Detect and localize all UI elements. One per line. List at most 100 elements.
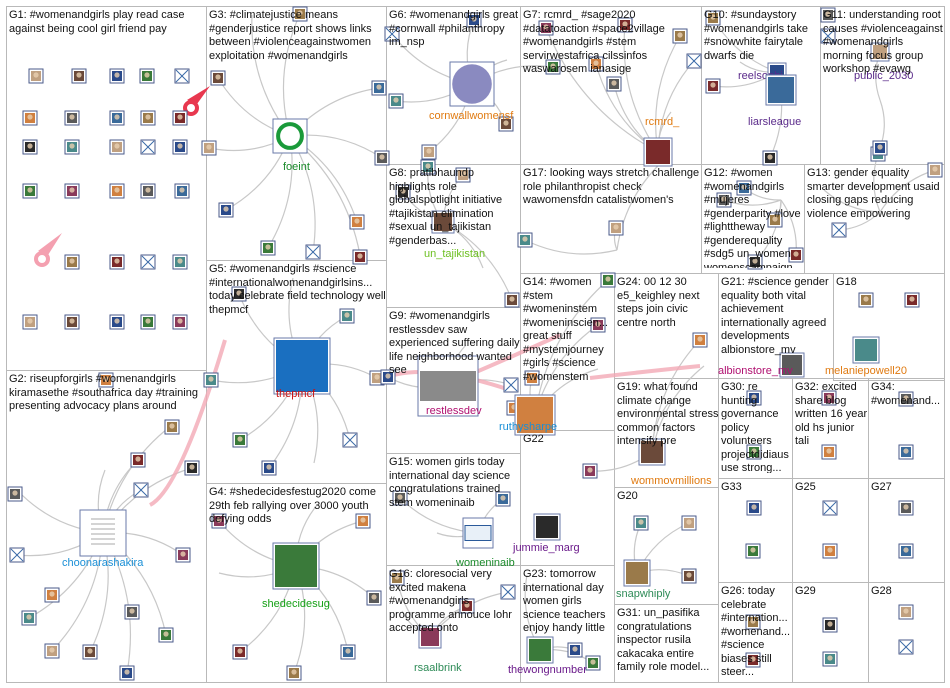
user-avatar-node[interactable] xyxy=(109,68,125,84)
hub-node-un-tajikistan[interactable]: un_tajikistan xyxy=(424,210,485,260)
hub-node-public-2030[interactable]: public_2030 xyxy=(854,42,913,82)
user-avatar-node[interactable] xyxy=(608,220,624,236)
user-avatar-node[interactable] xyxy=(495,491,511,507)
user-avatar-node[interactable] xyxy=(455,167,471,183)
user-avatar-node[interactable] xyxy=(503,377,519,393)
user-avatar-node[interactable] xyxy=(172,314,188,330)
user-avatar-node[interactable] xyxy=(109,183,125,199)
hub-node-thepmcf[interactable]: thepmcf xyxy=(273,337,331,400)
user-avatar-node[interactable] xyxy=(22,139,38,155)
user-avatar-node[interactable] xyxy=(745,652,761,668)
user-avatar-node[interactable] xyxy=(201,140,217,156)
user-avatar-node[interactable] xyxy=(21,610,37,626)
user-avatar-node[interactable] xyxy=(232,644,248,660)
user-avatar-node[interactable] xyxy=(504,292,520,308)
user-avatar-node[interactable] xyxy=(44,587,60,603)
user-avatar-node[interactable] xyxy=(588,56,604,72)
user-avatar-node[interactable] xyxy=(898,604,914,620)
user-avatar-node[interactable] xyxy=(140,110,156,126)
user-avatar-node[interactable] xyxy=(124,604,140,620)
user-avatar-node[interactable] xyxy=(349,214,365,230)
user-avatar-node[interactable] xyxy=(822,500,838,516)
user-avatar-node[interactable] xyxy=(7,486,23,502)
user-avatar-node[interactable] xyxy=(130,452,146,468)
user-avatar-node[interactable] xyxy=(538,20,554,36)
user-avatar-node[interactable] xyxy=(904,292,920,308)
user-avatar-node[interactable] xyxy=(681,568,697,584)
hub-node-rcmrd-[interactable]: rcmrd_ xyxy=(643,116,680,167)
user-avatar-node[interactable] xyxy=(716,192,732,208)
hub-node-choonarashakira[interactable]: choonarashakira xyxy=(62,509,144,569)
user-avatar-node[interactable] xyxy=(745,543,761,559)
user-avatar-node[interactable] xyxy=(788,247,804,263)
user-avatar-node[interactable] xyxy=(705,10,721,26)
user-avatar-node[interactable] xyxy=(366,590,382,606)
hub-node-liarsleague[interactable]: liarsleague xyxy=(748,74,801,128)
hub-node-wommovmillions[interactable]: wommovmillions xyxy=(630,438,712,487)
user-avatar-node[interactable] xyxy=(672,28,688,44)
user-avatar-node[interactable] xyxy=(822,651,838,667)
user-avatar-node[interactable] xyxy=(898,543,914,559)
user-avatar-node[interactable] xyxy=(736,180,752,196)
user-avatar-node[interactable] xyxy=(746,500,762,516)
hub-node-albionstore-mv[interactable]: albionstore_mv xyxy=(718,352,805,378)
hub-node-melaniepowell20[interactable]: melaniepowell20 xyxy=(825,336,907,377)
user-avatar-node[interactable] xyxy=(64,314,80,330)
user-avatar-node[interactable] xyxy=(340,644,356,660)
hub-node-cornwallwomensf[interactable]: cornwallwomensf xyxy=(429,61,514,122)
user-avatar-node[interactable] xyxy=(140,314,156,330)
hub-node-foeint[interactable]: foeint xyxy=(272,118,310,173)
user-avatar-node[interactable] xyxy=(872,140,888,156)
user-avatar-node[interactable] xyxy=(388,93,404,109)
user-avatar-node[interactable] xyxy=(133,482,149,498)
user-avatar-node[interactable] xyxy=(395,184,411,200)
user-avatar-node[interactable] xyxy=(762,150,778,166)
user-avatar-node[interactable] xyxy=(119,665,135,681)
user-avatar-node[interactable] xyxy=(374,150,390,166)
user-avatar-node[interactable] xyxy=(260,240,276,256)
user-avatar-node[interactable] xyxy=(898,500,914,516)
user-avatar-node[interactable] xyxy=(420,159,436,175)
user-avatar-node[interactable] xyxy=(746,444,762,460)
hub-node-snapwhiply[interactable]: snapwhiply xyxy=(616,559,671,600)
user-avatar-node[interactable] xyxy=(498,116,514,132)
user-avatar-node[interactable] xyxy=(64,139,80,155)
user-avatar-node[interactable] xyxy=(339,308,355,324)
user-avatar-node[interactable] xyxy=(820,28,836,44)
user-avatar-node[interactable] xyxy=(371,80,387,96)
user-avatar-node[interactable] xyxy=(158,627,174,643)
user-avatar-node[interactable] xyxy=(927,162,943,178)
user-avatar-node[interactable] xyxy=(218,202,234,218)
user-avatar-node[interactable] xyxy=(109,254,125,270)
user-avatar-node[interactable] xyxy=(140,254,156,270)
user-avatar-node[interactable] xyxy=(174,68,190,84)
user-avatar-node[interactable] xyxy=(384,26,400,42)
user-avatar-node[interactable] xyxy=(567,642,583,658)
user-avatar-node[interactable] xyxy=(64,254,80,270)
user-avatar-node[interactable] xyxy=(380,369,396,385)
user-avatar-node[interactable] xyxy=(261,460,277,476)
user-avatar-node[interactable] xyxy=(517,232,533,248)
user-avatar-node[interactable] xyxy=(342,432,358,448)
user-avatar-node[interactable] xyxy=(692,332,708,348)
user-avatar-node[interactable] xyxy=(231,286,247,302)
user-avatar-node[interactable] xyxy=(633,515,649,531)
user-avatar-node[interactable] xyxy=(140,139,156,155)
hub-node-restlessdev[interactable]: restlessdev xyxy=(417,355,482,417)
user-avatar-node[interactable] xyxy=(524,370,540,386)
user-avatar-node[interactable] xyxy=(305,244,321,260)
user-avatar-node[interactable] xyxy=(898,639,914,655)
user-avatar-node[interactable] xyxy=(686,53,702,69)
hub-node-rsaalbrink[interactable]: rsaalbrink xyxy=(414,625,462,674)
user-avatar-node[interactable] xyxy=(681,515,697,531)
user-avatar-node[interactable] xyxy=(466,12,482,28)
user-avatar-node[interactable] xyxy=(746,390,762,406)
user-avatar-node[interactable] xyxy=(292,6,308,22)
user-avatar-node[interactable] xyxy=(898,391,914,407)
user-avatar-node[interactable] xyxy=(858,292,874,308)
user-avatar-node[interactable] xyxy=(44,643,60,659)
user-avatar-node[interactable] xyxy=(822,617,838,633)
user-avatar-node[interactable] xyxy=(28,68,44,84)
user-avatar-node[interactable] xyxy=(211,513,227,529)
user-avatar-node[interactable] xyxy=(392,490,408,506)
